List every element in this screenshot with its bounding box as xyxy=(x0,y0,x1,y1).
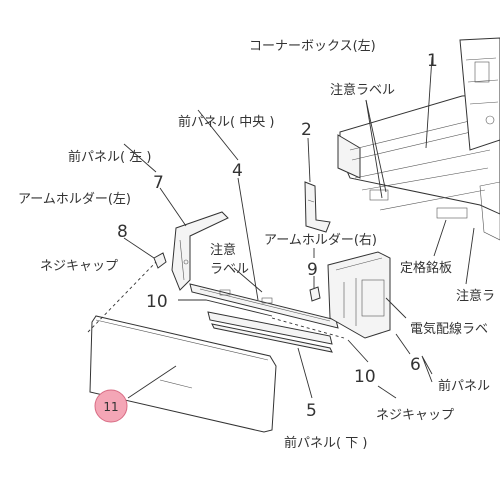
caution-label-mid-line1: 注意 xyxy=(210,242,236,258)
corner-box xyxy=(304,181,331,233)
part-number-9: 9 xyxy=(307,260,318,280)
rating-plate-label: 定格銘板 xyxy=(400,260,452,276)
part-number-1: 1 xyxy=(427,51,438,71)
arm-holder-right xyxy=(309,286,321,302)
part-number-5: 5 xyxy=(306,401,317,421)
part-number-10-right: 10 xyxy=(354,367,376,387)
caution-label-mid-line2: ラベル xyxy=(210,262,249,277)
caution-label-top: 注意ラベル xyxy=(330,82,395,98)
badge-number: 11 xyxy=(103,400,118,414)
part-number-4: 4 xyxy=(232,161,243,181)
front-panel-left-label: 前パネル( 左 ) xyxy=(68,149,151,165)
front-panel-right xyxy=(327,251,391,339)
front-panel-right-label: 前パネル xyxy=(438,378,490,394)
part-badge-11[interactable]: 11 xyxy=(94,389,128,423)
front-panel-center-label: 前パネル( 中央 ) xyxy=(178,114,274,130)
front-panel-bottom xyxy=(207,311,333,353)
screw-cap-right-label: ネジキャップ xyxy=(376,408,454,423)
main-unit-body xyxy=(337,37,500,241)
leader-lines xyxy=(87,56,475,399)
part-number-2: 2 xyxy=(301,120,312,140)
corner-box-label: コーナーボックス(左) xyxy=(249,39,376,54)
arm-holder-left xyxy=(153,252,167,269)
part-number-7: 7 xyxy=(153,173,164,193)
part-number-10-left: 10 xyxy=(146,292,168,312)
front-panel-center xyxy=(189,283,339,329)
part-number-8: 8 xyxy=(117,222,128,242)
part-number-6: 6 xyxy=(410,355,421,375)
arm-holder-left-label: アームホルダー(左) xyxy=(18,192,131,207)
caution-label-right: 注意ラ xyxy=(456,288,495,304)
front-panel-left xyxy=(171,211,229,291)
front-panel-bottom-label: 前パネル( 下 ) xyxy=(284,435,367,451)
arm-holder-right-label: アームホルダー(右) xyxy=(264,233,377,248)
wiring-label: 電気配線ラベ xyxy=(410,321,488,337)
screw-cap-left-label: ネジキャップ xyxy=(40,259,118,274)
